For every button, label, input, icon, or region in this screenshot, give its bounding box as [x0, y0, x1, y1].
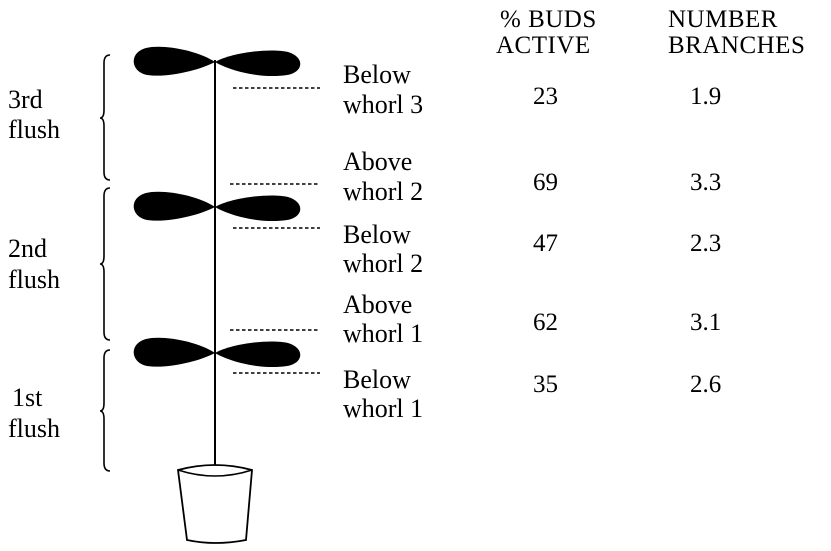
leaf-whorl-2	[133, 191, 301, 222]
plant-pot	[177, 464, 253, 544]
position-label-above-whorl-2: Above whorl 2	[343, 147, 423, 206]
position-label-line-2: whorl 1	[343, 394, 423, 423]
position-label-line-2: whorl 1	[343, 319, 423, 348]
leaf-icon	[133, 191, 215, 221]
position-label-above-whorl-1: Above whorl 1	[343, 290, 423, 348]
position-label-line-1: Above	[343, 147, 412, 176]
position-label-line-1: Above	[343, 290, 412, 319]
branches-value: 2.6	[690, 371, 721, 398]
brace-2nd-flush	[99, 187, 111, 341]
brace-1st-flush	[99, 349, 111, 472]
flush-2nd-line-1: 2nd	[8, 234, 47, 263]
branches-value: 3.3	[690, 169, 721, 196]
header-buds-active-line-1: % BUDS	[500, 6, 597, 33]
buds-active-value: 62	[533, 309, 558, 336]
flush-2nd-line-2: flush	[8, 265, 60, 294]
flush-label-2nd: 2nd flush	[8, 234, 60, 294]
leaf-icon	[133, 46, 215, 76]
flush-label-3rd: 3rd flush	[8, 85, 60, 144]
leaf-whorl-3	[133, 46, 301, 77]
position-label-below-whorl-3: Below whorl 3	[343, 60, 423, 119]
buds-active-value: 23	[533, 83, 558, 110]
header-buds-active: % BUDS ACTIVE	[496, 6, 597, 59]
flush-label-1st: 1st flush	[8, 383, 60, 443]
position-label-line-2: whorl 2	[343, 249, 423, 278]
flush-3rd-line-2: flush	[8, 115, 60, 144]
leaf-whorl-1	[133, 337, 301, 368]
flush-3rd-line-1: 3rd	[8, 85, 43, 114]
header-buds-active-line-2: ACTIVE	[496, 32, 591, 59]
position-label-line-1: Below	[343, 365, 411, 394]
branches-value: 2.3	[690, 230, 721, 257]
position-label-below-whorl-1: Below whorl 1	[343, 365, 423, 423]
branches-value: 3.1	[690, 309, 721, 336]
position-label-line-1: Below	[343, 220, 411, 249]
leaf-icon	[215, 50, 301, 77]
header-number-branches: NUMBER BRANCHES	[668, 6, 805, 59]
position-label-line-2: whorl 3	[343, 90, 423, 119]
buds-active-value: 47	[533, 230, 558, 257]
position-label-below-whorl-2: Below whorl 2	[343, 220, 423, 278]
brace-3rd-flush	[99, 54, 111, 181]
header-number-branches-line-1: NUMBER	[668, 6, 778, 33]
position-label-line-2: whorl 2	[343, 177, 423, 206]
leaf-icon	[215, 341, 301, 368]
branches-value: 1.9	[690, 83, 721, 110]
flush-1st-line-1: 1st	[12, 383, 43, 412]
leaf-icon	[133, 337, 215, 367]
flush-1st-line-2: flush	[8, 414, 60, 443]
leaf-icon	[215, 195, 301, 222]
header-number-branches-line-2: BRANCHES	[668, 32, 805, 59]
position-label-line-1: Below	[343, 60, 411, 89]
buds-active-value: 69	[533, 169, 558, 196]
buds-active-value: 35	[533, 371, 558, 398]
